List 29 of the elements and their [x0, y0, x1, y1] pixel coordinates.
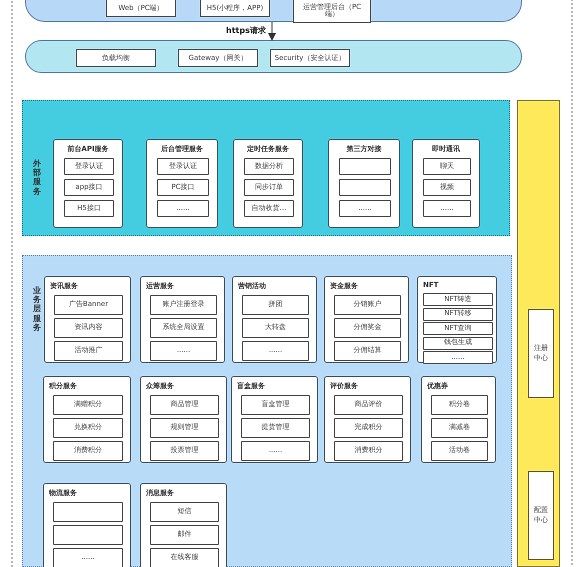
service-box [232, 276, 317, 363]
service-box [43, 483, 131, 567]
service-box [140, 483, 227, 567]
edge-label: https请求 [226, 25, 266, 36]
service-box [421, 376, 496, 463]
service-layer-panel [22, 255, 512, 567]
service-box [44, 276, 131, 363]
layer-label: 外部服务 [32, 159, 42, 196]
service-box [324, 376, 411, 463]
service-box [43, 376, 131, 463]
service-box [231, 376, 318, 463]
arrow [268, 22, 276, 41]
service-box [233, 139, 303, 228]
service-box [53, 139, 123, 228]
service-box [324, 276, 409, 363]
item-box [339, 158, 391, 175]
service-box [417, 276, 497, 363]
service-layer-panel [22, 100, 510, 236]
item-box [53, 525, 123, 545]
item-box [53, 502, 123, 522]
layer-label: 业务层服务 [32, 286, 42, 332]
service-box [140, 276, 225, 363]
item-box [339, 179, 391, 196]
service-box [140, 376, 227, 463]
service-box [412, 139, 480, 228]
service-box [328, 139, 400, 228]
layer-band [25, 40, 522, 73]
side-column [517, 100, 560, 567]
service-box [146, 139, 218, 228]
